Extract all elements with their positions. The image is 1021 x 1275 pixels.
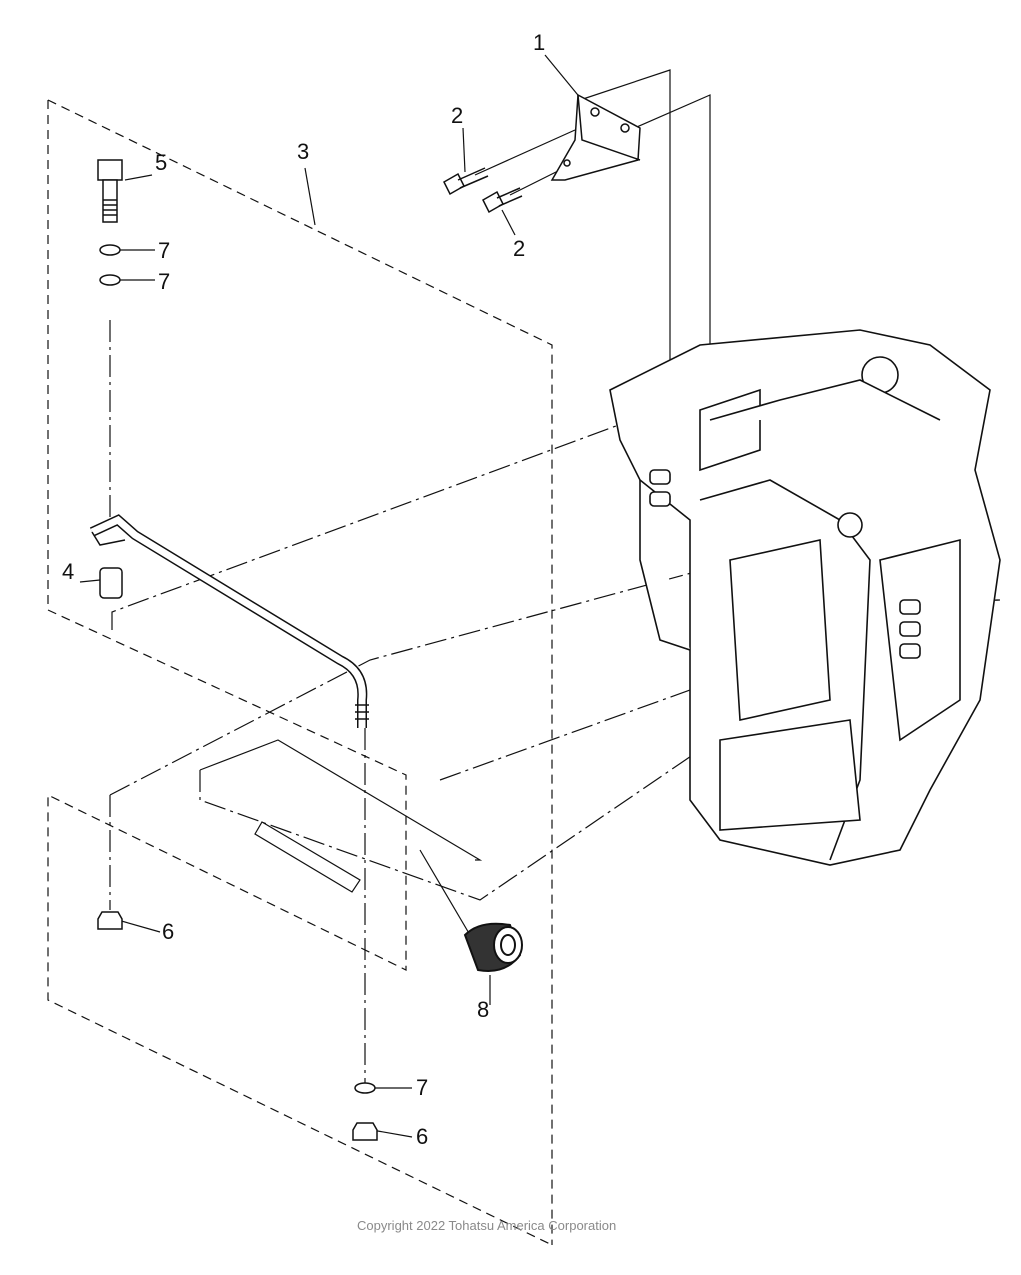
- nut-part: [97, 911, 378, 1141]
- callout-8: 8: [477, 997, 490, 1022]
- callout-2: 2: [513, 236, 526, 261]
- callout-6: 6: [162, 919, 175, 944]
- grommet-part: [463, 922, 523, 972]
- callout-6: 6: [416, 1124, 429, 1149]
- callout-7: 7: [416, 1075, 429, 1100]
- bracket-part: [550, 93, 641, 181]
- pin-part: [254, 821, 361, 893]
- swivel-bracket-part: [609, 329, 1001, 866]
- assembly-frame: [47, 99, 553, 1246]
- callout-4: 4: [62, 559, 75, 584]
- callout-leaders: [79, 54, 583, 1138]
- copyright-notice: Copyright 2022 Tohatsu America Corporati…: [357, 1218, 617, 1233]
- callout-2: 2: [451, 103, 464, 128]
- tilt-rod-part: [89, 514, 369, 728]
- hex-bolt-part: [97, 159, 123, 286]
- callout-1: 1: [533, 30, 546, 55]
- callout-5: 5: [155, 150, 168, 175]
- callout-3: 3: [297, 139, 310, 164]
- bolt-part: [443, 167, 523, 214]
- callout-7: 7: [158, 238, 171, 263]
- callout-7: 7: [158, 269, 171, 294]
